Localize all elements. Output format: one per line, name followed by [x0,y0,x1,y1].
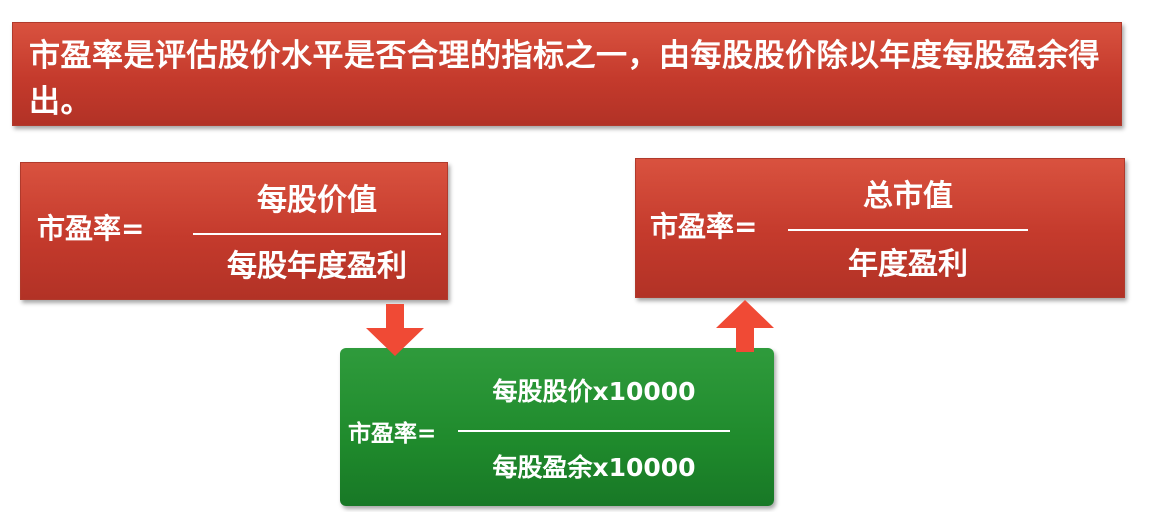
arrow-down-icon [366,304,424,356]
formula-per-share: 市盈率= 每股价值 每股年度盈利 [20,162,448,300]
definition-banner: 市盈率是评估股价水平是否合理的指标之一，由每股股价除以年度每股盈余得出。 [12,22,1122,126]
formula-scaled: 市盈率= 每股股价x10000 每股盈余x10000 [340,348,774,506]
fraction-line [458,430,730,432]
formula-lhs: 市盈率= [37,212,145,245]
fraction-line [788,229,1028,231]
formula-numerator: 总市值 [863,179,953,214]
formula-denominator: 每股盈余x10000 [492,453,696,482]
formula-numerator: 每股价值 [257,183,377,218]
formula-lhs: 市盈率= [348,421,437,447]
formula-numerator: 每股股价x10000 [492,377,696,406]
formula-total-market: 市盈率= 总市值 年度盈利 [635,158,1125,298]
formula-lhs: 市盈率= [650,210,758,243]
formula-denominator: 每股年度盈利 [227,249,407,284]
definition-text: 市盈率是评估股价水平是否合理的指标之一，由每股股价除以年度每股盈余得出。 [29,38,1100,120]
fraction-line [193,233,441,235]
arrow-up-icon [716,300,774,352]
formula-denominator: 年度盈利 [848,247,968,282]
